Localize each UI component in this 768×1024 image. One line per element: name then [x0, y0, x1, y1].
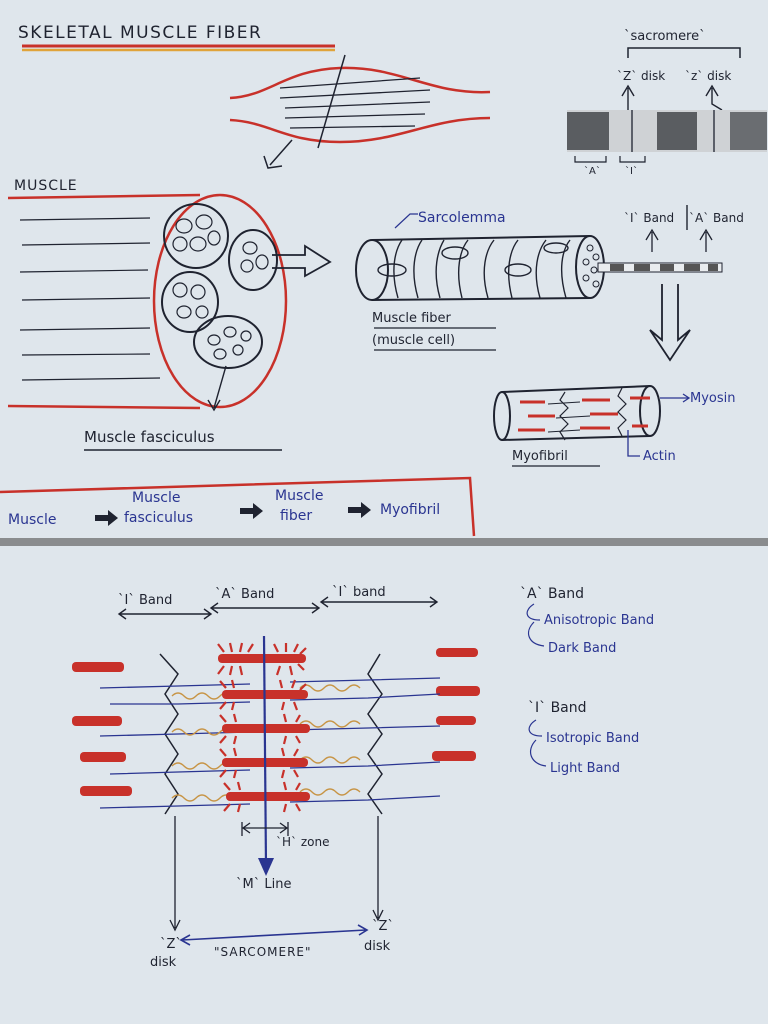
muscle-fiber-label: Muscle fiber: [372, 311, 452, 326]
actin-label: Actin: [643, 449, 676, 464]
z-disk-drop-lines: [169, 816, 384, 932]
legend-a-2: Dark Band: [548, 641, 616, 656]
flow-myofibril: Myofibril: [380, 502, 440, 518]
flow-summary: Muscle Muscle fasciculus Muscle fiber My…: [0, 476, 476, 537]
sarcomere-mini-diagram: `sacromere` `Z` disk `z` disk `A` `I`: [567, 29, 767, 177]
z-right-label: `Z`: [372, 919, 394, 934]
a-band-top-label: `A` Band: [689, 211, 744, 225]
i-short-label: `I`: [625, 165, 638, 177]
muscle-fiber-drawing: Sarcolemma Muscle fiber (muscle cell): [355, 210, 605, 351]
myofibril-label: Myofibril: [512, 449, 568, 464]
band-legend: `A` Band Anisotropic Band Dark Band `I` …: [520, 586, 654, 776]
flow-fasciculus-1: Muscle: [132, 490, 180, 506]
diagram-title: SKELETAL MUSCLE FIBER: [18, 23, 262, 43]
a-band-label: `A` Band: [215, 587, 274, 602]
h-zone-label: `H` zone: [276, 835, 329, 849]
m-line: [258, 635, 274, 876]
m-line-label: `M` Line: [236, 877, 291, 892]
myofibril-cylinder: Myosin Actin Myofibril: [493, 385, 736, 467]
i-band-right-label: `I` band: [332, 585, 386, 600]
flow-arrow-2: [240, 503, 263, 519]
sarcolemma-label: Sarcolemma: [418, 210, 506, 226]
muscle-spindle-drawing: [229, 54, 491, 169]
arrow-to-fiber: [272, 244, 332, 278]
z-right-disk: disk: [364, 939, 391, 954]
z-left-label: `Z`: [160, 937, 182, 952]
z-left-disk: disk: [150, 955, 177, 970]
muscle-cell-label: (muscle cell): [372, 333, 455, 348]
z-disk-right-label: `z` disk: [685, 69, 731, 83]
sarcomere-top-label: `sacromere`: [624, 29, 706, 44]
flow-arrow-3: [348, 502, 371, 518]
sarcomere-arrow: [179, 924, 369, 946]
skeletal-muscle-diagram: SKELETAL MUSCLE FIBER `sacromere` `Z` di…: [0, 23, 767, 537]
flow-fiber-1: Muscle: [275, 488, 323, 504]
myofibril-strand: `I` Band `A` Band: [597, 205, 744, 362]
legend-i-1: Isotropic Band: [546, 731, 639, 746]
legend-i-title: `I` Band: [528, 700, 587, 716]
flow-arrow-1: [95, 510, 118, 526]
flow-fasciculus-2: fasciculus: [124, 510, 193, 526]
tan-filaments: [171, 684, 361, 802]
legend-a-1: Anisotropic Band: [544, 613, 654, 628]
fasciculus-label: Muscle fasciculus: [84, 428, 215, 446]
flow-fiber-2: fiber: [280, 508, 312, 524]
top-sheet: SKELETAL MUSCLE FIBER `sacromere` `Z` di…: [0, 0, 768, 538]
z-disk-left-label: `Z` disk: [617, 69, 665, 83]
myosin-label: Myosin: [690, 391, 736, 406]
muscle-label: MUSCLE: [14, 178, 78, 194]
bottom-sheet: `I` Band `A` Band `I` band: [0, 546, 768, 1024]
sarcomere-diagram: `I` Band `A` Band `I` band: [72, 585, 654, 970]
myosin-filaments: [217, 642, 310, 813]
legend-i-2: Light Band: [550, 761, 620, 776]
a-short-label: `A`: [584, 165, 601, 177]
muscle-cross-section: [7, 193, 288, 412]
h-zone-marker: [241, 822, 289, 836]
band-range-arrows: [117, 596, 439, 620]
outer-filaments: [72, 648, 480, 796]
legend-a-title: `A` Band: [520, 586, 584, 602]
flow-muscle: Muscle: [8, 512, 56, 528]
sarcomere-label: "SARCOMERE": [214, 945, 312, 959]
i-band-top-label: `I` Band: [624, 211, 674, 225]
i-band-left-label: `I` Band: [118, 593, 172, 608]
